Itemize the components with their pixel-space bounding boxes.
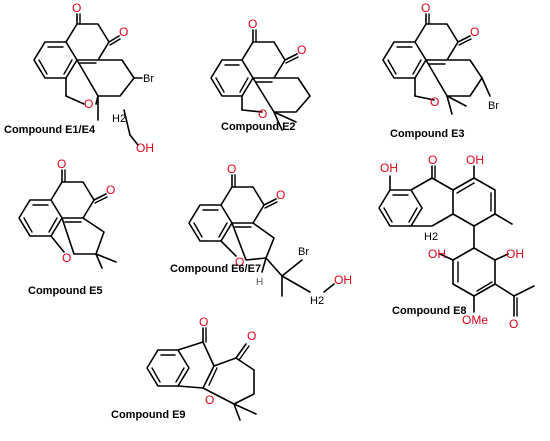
atom-oh-e8-4: OH bbox=[506, 247, 524, 261]
caption-e9: Compound E9 bbox=[111, 409, 186, 421]
structure-e5 bbox=[18, 169, 117, 269]
atom-br-e3: Br bbox=[488, 100, 499, 112]
caption-e5: Compound E5 bbox=[28, 285, 103, 297]
caption-e3: Compound E3 bbox=[390, 128, 465, 140]
atom-br-e1: Br bbox=[143, 73, 154, 85]
structure-e2 bbox=[210, 29, 311, 131]
atom-o-e9-1: O bbox=[199, 315, 208, 329]
atom-br-e6: Br bbox=[298, 246, 309, 258]
atom-o-e6-ring: O bbox=[235, 255, 244, 269]
atom-h-e6: H bbox=[256, 277, 263, 288]
atom-ome-e8: OMe bbox=[462, 313, 488, 327]
atom-oh-e6: OH bbox=[334, 273, 352, 287]
atom-o-e2-1: O bbox=[248, 17, 257, 31]
atom-o-e3-2: O bbox=[470, 25, 479, 39]
atom-oh-e8-3: OH bbox=[428, 247, 446, 261]
atom-o-e9-2: O bbox=[247, 329, 256, 343]
atom-o-e2-ring: O bbox=[258, 107, 267, 121]
structure-e3 bbox=[382, 13, 491, 115]
atom-oh-e8-2: OH bbox=[466, 153, 484, 167]
atom-o-e5-ring: O bbox=[62, 251, 71, 265]
atom-o-e1-2: O bbox=[119, 25, 128, 39]
atom-o-e3-ring: O bbox=[430, 95, 439, 109]
structure-e8 bbox=[378, 165, 535, 317]
atom-o-e6-2: O bbox=[276, 188, 285, 202]
atom-oh-e8-1: OH bbox=[380, 161, 398, 175]
caption-e6e7: Compound E6/E7 bbox=[170, 263, 261, 275]
caption-e1e4: Compound E1/E4 bbox=[4, 124, 96, 136]
caption-e2: Compound E2 bbox=[221, 121, 296, 133]
atom-o-e1-ring: O bbox=[84, 97, 93, 111]
atom-o-e5-2: O bbox=[106, 183, 115, 197]
caption-e8: Compound E8 bbox=[392, 305, 467, 317]
structure-e1e4 bbox=[33, 13, 143, 146]
atom-o-e6-1: O bbox=[227, 162, 236, 176]
atom-o-e2-2: O bbox=[297, 43, 306, 57]
atom-h2-e6: H2 bbox=[310, 295, 324, 307]
atom-o-e1-1: O bbox=[72, 1, 81, 15]
atom-o-e5-1: O bbox=[57, 157, 66, 171]
atom-o-e8-carbonyl: O bbox=[428, 153, 437, 167]
atom-oh-e1: OH bbox=[136, 141, 154, 155]
atom-h2-e1: H2 bbox=[112, 113, 126, 125]
atom-o-e9-ring: O bbox=[205, 393, 214, 407]
atom-o-e3-1: O bbox=[421, 1, 430, 15]
atom-o-e8-acetyl: O bbox=[509, 317, 518, 331]
atom-h2-e8: H2 bbox=[424, 231, 438, 243]
structure-e6e7 bbox=[188, 174, 335, 297]
structure-e9 bbox=[146, 327, 257, 421]
